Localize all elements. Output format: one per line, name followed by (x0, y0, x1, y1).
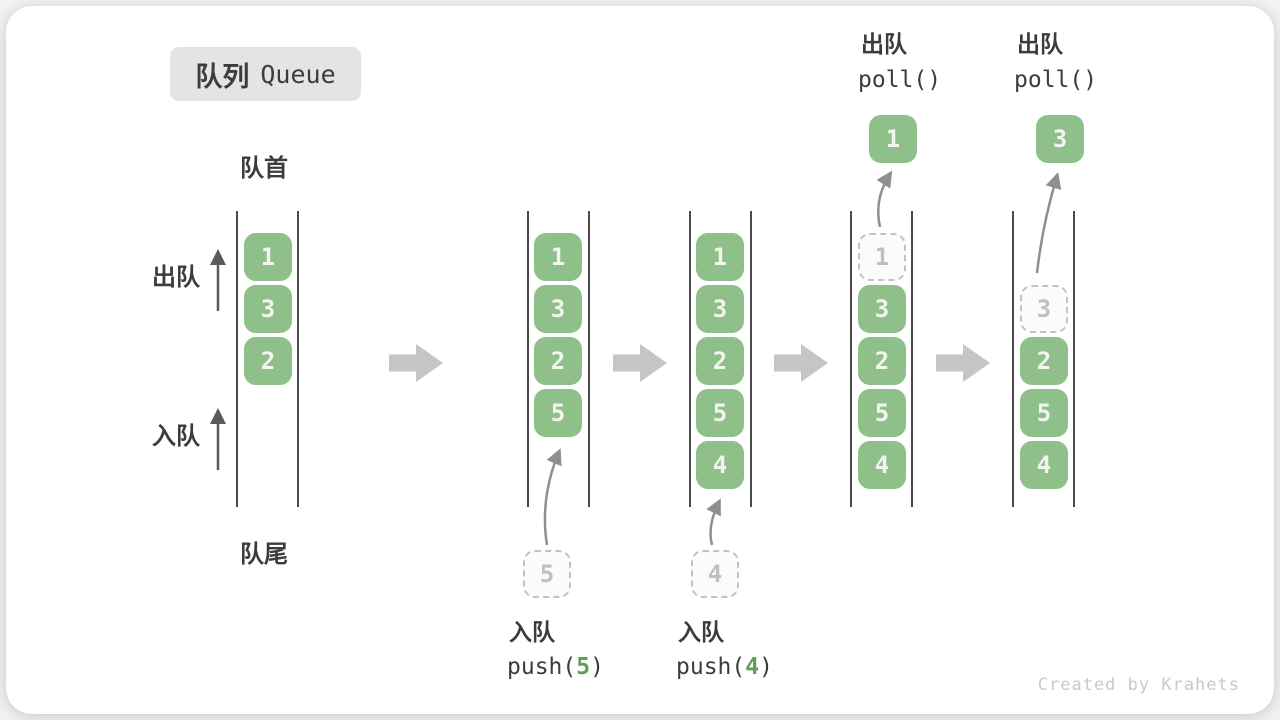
watermark: Created by Krahets (1037, 675, 1240, 695)
queue4-item: 4 (858, 441, 906, 489)
queue3-item: 2 (696, 337, 744, 385)
queue1-item: 2 (244, 337, 292, 385)
queue1-wall-right (297, 211, 299, 507)
queue5-wall-right (1073, 211, 1075, 507)
queue4-removed-box: 1 (858, 233, 906, 281)
push5-code-arg: 5 (576, 654, 591, 680)
push4-code-arg: 4 (745, 654, 760, 680)
push5-label: 入队 (509, 619, 555, 645)
queue3-wall-right (750, 211, 752, 507)
push4-label: 入队 (678, 619, 724, 645)
queue5-item: 4 (1020, 441, 1068, 489)
push4-code-before: push( (676, 654, 746, 680)
rear-label: 队尾 (240, 541, 288, 568)
queue4-item: 2 (858, 337, 906, 385)
queue3-wall-left (689, 211, 691, 507)
queue5-removed-box: 3 (1020, 285, 1068, 333)
queue5-wall-left (1012, 211, 1014, 507)
queue2-item: 3 (534, 285, 582, 333)
poll1-label: 出队 (861, 31, 907, 57)
poll1-code: poll() (858, 67, 942, 93)
poll1-arrow-icon (876, 170, 893, 228)
queue2-item: 1 (534, 233, 582, 281)
block-arrow-icon-4 (936, 344, 990, 382)
queue5-item: 5 (1020, 389, 1068, 437)
queue1-item: 1 (244, 233, 292, 281)
queue2-wall-right (588, 211, 590, 507)
queue3-item: 4 (696, 441, 744, 489)
block-arrow-icon-2 (613, 344, 667, 382)
push5-code-before: push( (507, 654, 577, 680)
queue2-item: 2 (534, 337, 582, 385)
poll3-label: 出队 (1017, 31, 1063, 57)
title-badge: 队列 Queue (170, 47, 361, 101)
staged-item-box-5: 5 (523, 550, 571, 598)
poll3-code: poll() (1014, 67, 1098, 93)
queue3-item: 3 (696, 285, 744, 333)
queue4-wall-left (850, 211, 852, 507)
dequeue-label: 出队 (152, 264, 200, 291)
block-arrow-icon-3 (774, 344, 828, 382)
queue4-item: 3 (858, 285, 906, 333)
push4-code: push(4) (676, 656, 773, 679)
queue1-wall-left (236, 211, 238, 507)
title-zh: 队列 (195, 61, 250, 92)
queue3-item: 5 (696, 389, 744, 437)
queue1-item: 3 (244, 285, 292, 333)
enqueue-label: 入队 (152, 423, 200, 450)
queue4-item: 5 (858, 389, 906, 437)
staged-item-box-4: 4 (691, 550, 739, 598)
queue2-wall-left (527, 211, 529, 507)
push5-arrow-icon (543, 448, 562, 546)
push4-code-after: ) (759, 654, 773, 680)
queue3-item: 1 (696, 233, 744, 281)
poll3-result-box: 3 (1036, 115, 1084, 163)
front-label: 队首 (240, 155, 288, 182)
queue2-item: 5 (534, 389, 582, 437)
poll3-arrow-icon (1035, 172, 1062, 274)
queue4-wall-right (911, 211, 913, 507)
push5-code-after: ) (590, 654, 604, 680)
poll1-result-box: 1 (869, 115, 917, 163)
title-en: Queue (260, 59, 336, 89)
push4-arrow-icon (706, 498, 721, 546)
queue5-item: 2 (1020, 337, 1068, 385)
block-arrow-icon-1 (389, 344, 443, 382)
push5-code: push(5) (507, 656, 604, 679)
